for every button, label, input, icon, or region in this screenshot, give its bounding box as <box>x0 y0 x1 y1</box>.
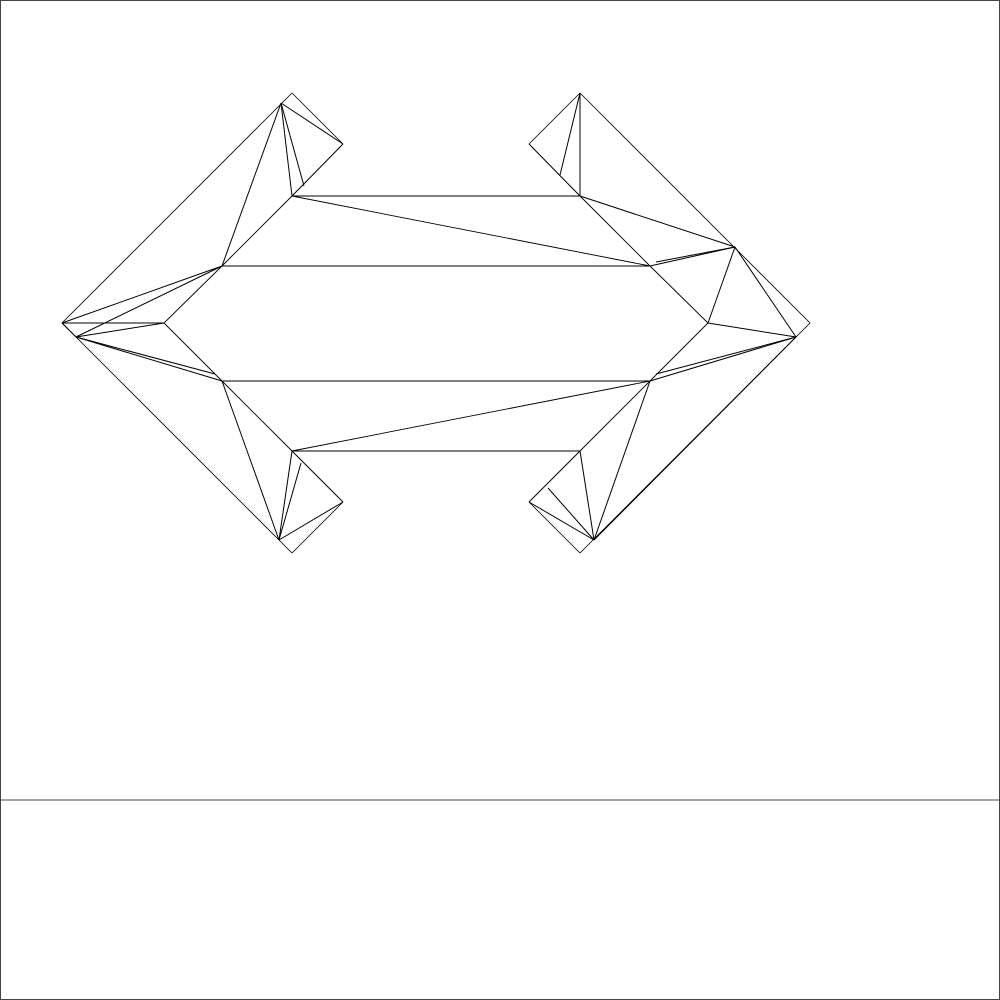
bottom-left-tab-edge <box>291 501 344 554</box>
edge <box>278 462 302 541</box>
inner-body <box>163 195 709 452</box>
edge <box>579 195 736 248</box>
edge <box>528 143 581 197</box>
edge <box>593 336 797 541</box>
edge <box>75 322 165 338</box>
edge <box>221 380 280 541</box>
edge <box>75 265 223 338</box>
edge <box>278 501 344 541</box>
edge <box>547 487 595 541</box>
edge <box>593 380 651 541</box>
lower-diagonal <box>291 380 651 452</box>
edge <box>221 102 282 267</box>
triangulation-edges <box>61 92 797 541</box>
upper-diagonal <box>291 195 651 267</box>
bottom-right-tab-edge <box>528 501 581 554</box>
edge <box>291 143 344 197</box>
edge <box>707 246 736 324</box>
edge <box>579 450 595 541</box>
edge <box>559 92 581 176</box>
edge <box>655 336 797 375</box>
edge <box>528 450 581 503</box>
edge <box>655 246 736 263</box>
edge <box>291 450 344 503</box>
inner-hexagon <box>163 195 709 452</box>
edge <box>75 336 216 375</box>
edge <box>278 450 293 541</box>
edge <box>61 322 77 338</box>
edge <box>280 102 344 145</box>
edge <box>61 265 223 324</box>
edge <box>280 102 305 187</box>
edge <box>649 336 797 382</box>
edge <box>75 336 223 382</box>
edge <box>707 322 797 338</box>
top-left-tab-edge <box>291 92 344 145</box>
outer-outline <box>61 92 811 554</box>
edge <box>280 102 293 197</box>
edge <box>528 501 595 541</box>
top-right-tab-edge <box>528 92 581 145</box>
edge <box>734 246 797 338</box>
outer-outline-right <box>579 92 811 554</box>
